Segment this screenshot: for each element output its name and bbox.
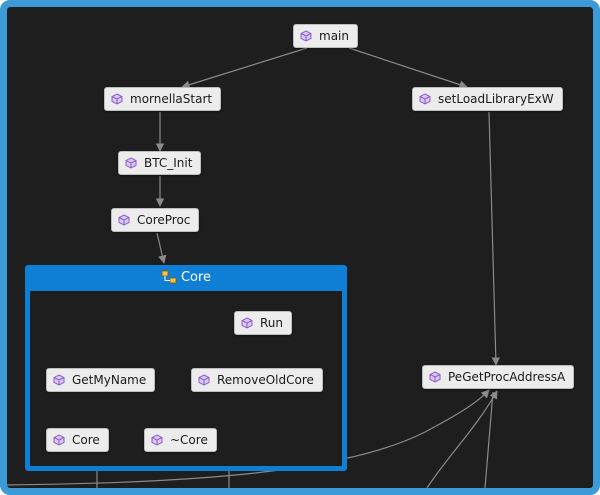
edge-CoreProc-to-Core (156, 232, 167, 264)
node-mornellaStart[interactable]: mornellaStart (104, 87, 222, 111)
method-cube-icon (151, 434, 163, 446)
group-core[interactable]: Core Run GetMyName RemoveOldCore Co (25, 265, 347, 471)
node-Core-destructor[interactable]: ~Core (144, 428, 217, 452)
node-label: ~Core (170, 433, 208, 447)
node-PeGetProcAddressA[interactable]: PeGetProcAddressA (422, 365, 575, 389)
node-label: BTC_Init (144, 156, 193, 170)
method-cube-icon (429, 371, 441, 383)
group-core-body: Run GetMyName RemoveOldCore Core ~Core (30, 291, 342, 466)
node-label: setLoadLibraryExW (438, 92, 554, 106)
node-GetMyName[interactable]: GetMyName (46, 368, 156, 392)
method-cube-icon (419, 93, 431, 105)
edge-main-to-mornellaStart (181, 47, 308, 89)
class-icon (161, 270, 177, 284)
edge-incoming-to-PeGetProcAddressA-1 (7, 389, 490, 486)
group-core-header[interactable]: Core (25, 265, 347, 289)
node-Core-constructor[interactable]: Core (46, 428, 109, 452)
edge-incoming-to-PeGetProcAddressA-2 (426, 390, 498, 488)
edge-main-to-setLoadLibraryExW (348, 47, 468, 89)
node-setLoadLibraryExW[interactable]: setLoadLibraryExW (412, 87, 563, 111)
edge-from-PeGetProcAddressA-down (484, 391, 494, 488)
node-label: Core (72, 433, 100, 447)
node-label: Run (260, 316, 284, 330)
edge-setLoadLibraryExW-to-PeGetProcAddressA (488, 111, 500, 366)
node-main[interactable]: main (293, 24, 358, 48)
method-cube-icon (53, 434, 65, 446)
method-cube-icon (111, 93, 123, 105)
node-RemoveOldCore[interactable]: RemoveOldCore (191, 368, 323, 392)
group-core-label: Core (180, 269, 212, 285)
method-cube-icon (118, 214, 130, 226)
node-Run[interactable]: Run (234, 311, 293, 335)
method-cube-icon (198, 374, 210, 386)
node-label: PeGetProcAddressA (448, 370, 566, 384)
node-BTC_Init[interactable]: BTC_Init (118, 151, 202, 175)
node-label: main (319, 29, 349, 43)
node-label: mornellaStart (130, 92, 213, 106)
node-CoreProc[interactable]: CoreProc (111, 208, 200, 232)
method-cube-icon (241, 317, 253, 329)
method-cube-icon (53, 374, 65, 386)
diagram-canvas: main mornellaStart setLoadLibraryExW BTC… (7, 7, 593, 488)
method-cube-icon (125, 157, 137, 169)
method-cube-icon (300, 30, 312, 42)
node-label: GetMyName (72, 373, 147, 387)
node-label: CoreProc (137, 213, 191, 227)
node-label: RemoveOldCore (217, 373, 314, 387)
